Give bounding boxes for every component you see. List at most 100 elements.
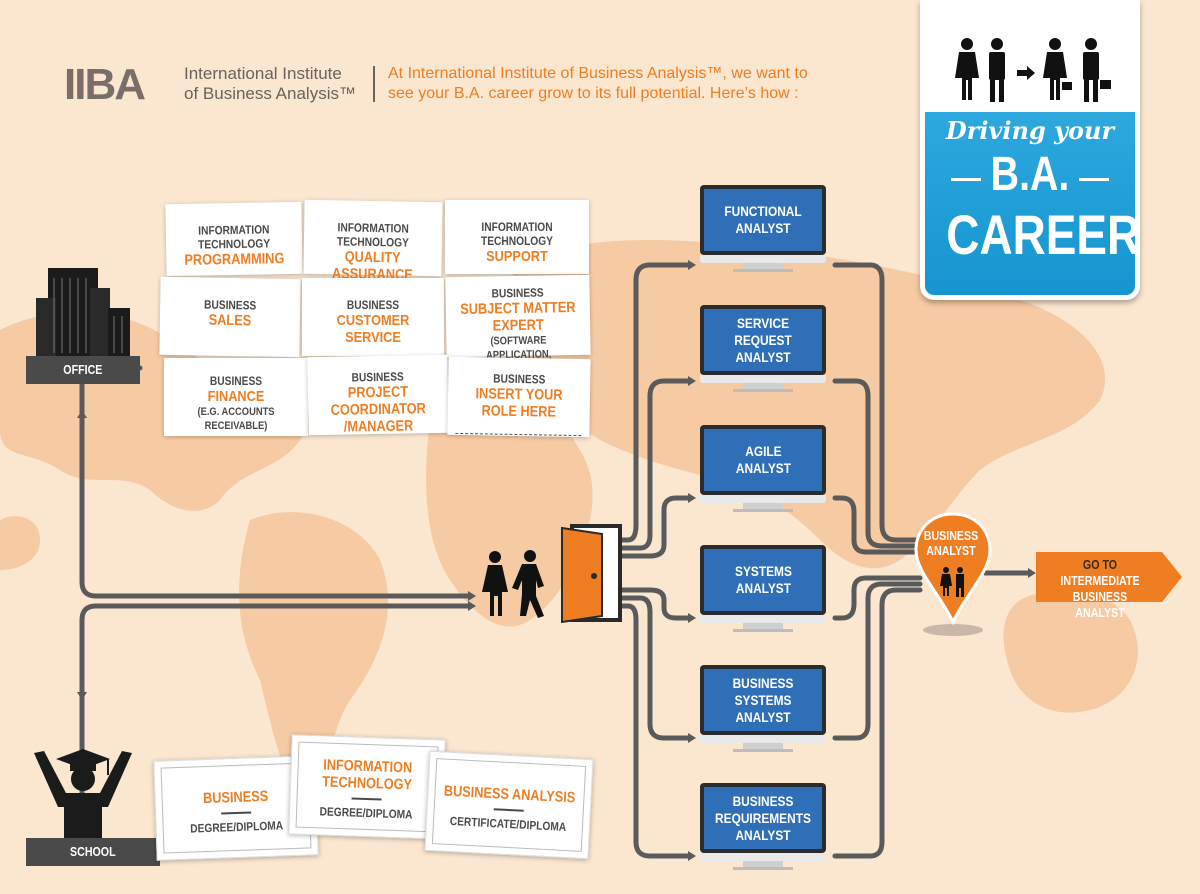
next-step-arrow-shape [1036,552,1182,602]
role-card-title: PROJECT COORDINATOR /MANAGER [330,383,426,436]
monitor-base [733,269,793,272]
role-card-title: FINANCE [207,388,265,405]
people-upgrade-icon [955,38,1111,102]
monitor-screen: BUSINESS REQUIREMENTS ANALYST [700,783,826,853]
monitor-chin [700,735,826,743]
role-card-it-programming: INFORMATION TECHNOLOGY PROGRAMMING [165,201,303,277]
monitor-base [733,509,793,512]
monitor-base [733,629,793,632]
role-monitor-business-systems-analyst: BUSINESS SYSTEMS ANALYST [700,665,826,752]
office-label: OFFICE [26,356,140,384]
monitor-chin [700,255,826,263]
organization-name: International Institute of Business Anal… [184,64,356,104]
door-icon [561,524,622,624]
school-label-text: SCHOOL [70,844,116,859]
monitor-chin [700,495,826,503]
monitor-base [733,749,793,752]
monitor-screen: SYSTEMS ANALYST [700,545,826,615]
monitor-stand [743,263,783,269]
certificate-subtitle: CERTIFICATE/DIPLOMA [449,813,567,835]
school-label: SCHOOL [26,838,160,866]
monitor-chin [700,375,826,383]
monitor-screen: SERVICE REQUEST ANALYST [700,305,826,375]
badge-rule-right [1079,178,1109,181]
role-card-title: SUBJECT MATTER EXPERT [460,298,576,335]
tagline: At International Institute of Business A… [388,64,848,104]
role-card-business-customer-service: BUSINESS CUSTOMER SERVICE [302,278,444,356]
monitor-base [733,389,793,392]
business-analyst-pin-icon [914,512,992,636]
organization-name-line-2: of Business Analysis™ [184,84,356,103]
role-card-category: BUSINESS [209,374,263,388]
badge-title-career: CAREER [946,203,1141,266]
go-to-label: GO TO INTERMEDIATE BUSINESS ANALYST [1051,557,1149,621]
role-card-business-project-coordinator: BUSINESS PROJECT COORDINATOR /MANAGER [307,354,449,436]
monitor-stand [743,383,783,389]
role-card-business-finance: BUSINESS FINANCE (E.G. ACCOUNTS RECEIVAB… [164,358,308,436]
role-monitor-agile-analyst: AGILE ANALYST [700,425,826,512]
monitor-stand [743,503,783,509]
badge-title-ba: B.A. [990,148,1070,201]
monitor-role-label: AGILE ANALYST [735,443,791,476]
role-monitor-functional-analyst: FUNCTIONAL ANALYST [700,185,826,272]
iiba-logo[interactable]: IIBA [64,60,146,109]
badge-rule-left [951,178,981,181]
monitor-chin [700,615,826,623]
business-analyst-pin-text: BUSINESS ANALYST [923,528,979,558]
role-monitor-business-requirements-analyst: BUSINESS REQUIREMENTS ANALYST [700,783,826,870]
certificate-divider [493,808,524,812]
role-card-business-subject-matter-expert: BUSINESS SUBJECT MATTER EXPERT (SOFTWARE… [445,274,591,376]
role-card-title: SUPPORT [486,248,548,265]
role-card-it-quality-assurance: INFORMATION TECHNOLOGY QUALITY ASSURANCE [303,199,443,284]
badge-icon-panel [925,0,1135,112]
monitor-role-label: BUSINESS REQUIREMENTS ANALYST [715,792,811,843]
monitor-role-label: SYSTEMS ANALYST [734,563,792,596]
role-card-note: (E.G. ACCOUNTS RECEIVABLE) [197,406,275,432]
role-card-title: SALES [208,311,252,330]
go-to-highlight: INTERMEDIATE [1060,573,1140,588]
monitor-stand [743,623,783,629]
role-card-category: INFORMATION TECHNOLOGY [481,220,553,248]
role-card-business-sales: BUSINESS SALES [159,276,301,358]
go-to-rest: BUSINESS ANALYST [1072,589,1128,620]
certificate-divider [351,797,382,801]
certificate-title: BUSINESS [202,787,269,808]
role-card-category: INFORMATION TECHNOLOGY [336,220,410,250]
monitor-stand [743,743,783,749]
role-card-title: INSERT YOUR ROLE HERE [475,385,563,421]
go-to-intermediate-button[interactable]: GO TO INTERMEDIATE BUSINESS ANALYST [1040,553,1160,620]
monitor-screen: AGILE ANALYST [700,425,826,495]
role-card-business-insert-your-role: BUSINESS INSERT YOUR ROLE HERE [447,356,591,438]
tagline-line-1: At International Institute of Business A… [388,65,808,82]
certificate-business-analysis: BUSINESS ANALYSIS CERTIFICATE/DIPLOMA [424,750,594,860]
tagline-line-2: see your B.A. career grow to its full po… [388,85,799,102]
certificate-information-technology: INFORMATION TECHNOLOGY DEGREE/DIPLOMA [288,734,446,840]
organization-name-line-1: International Institute [184,64,342,83]
monitor-screen: BUSINESS SYSTEMS ANALYST [700,665,826,735]
monitor-role-label: FUNCTIONAL ANALYST [724,203,802,236]
badge-title-line-1: B.A. [925,150,1135,200]
role-card-title: CUSTOMER SERVICE [336,312,410,346]
monitor-chin [700,853,826,861]
monitor-role-label: BUSINESS SYSTEMS ANALYST [732,674,794,725]
go-to-prefix: GO TO [1082,557,1118,572]
role-card-category: BUSINESS [346,298,400,312]
monitor-base [733,867,793,870]
role-card-it-support: INFORMATION TECHNOLOGY SUPPORT [445,200,589,274]
business-analyst-pin-label: BUSINESS ANALYST [916,528,986,558]
monitor-screen: FUNCTIONAL ANALYST [700,185,826,255]
certificate-title: BUSINESS ANALYSIS [443,782,576,807]
office-label-text: OFFICE [63,362,103,377]
badge-title-line-2: CAREER [925,205,1140,265]
office-building-icon [36,268,130,358]
role-card-category: INFORMATION TECHNOLOGY [197,222,271,252]
role-card-title: PROGRAMMING [184,250,285,269]
header-divider [373,66,375,102]
certificate-title: INFORMATION TECHNOLOGY [321,756,413,794]
monitor-stand [743,861,783,867]
certificate-subtitle: DEGREE/DIPLOMA [189,818,284,836]
role-monitor-systems-analyst: SYSTEMS ANALYST [700,545,826,632]
graduate-icon [34,749,132,840]
